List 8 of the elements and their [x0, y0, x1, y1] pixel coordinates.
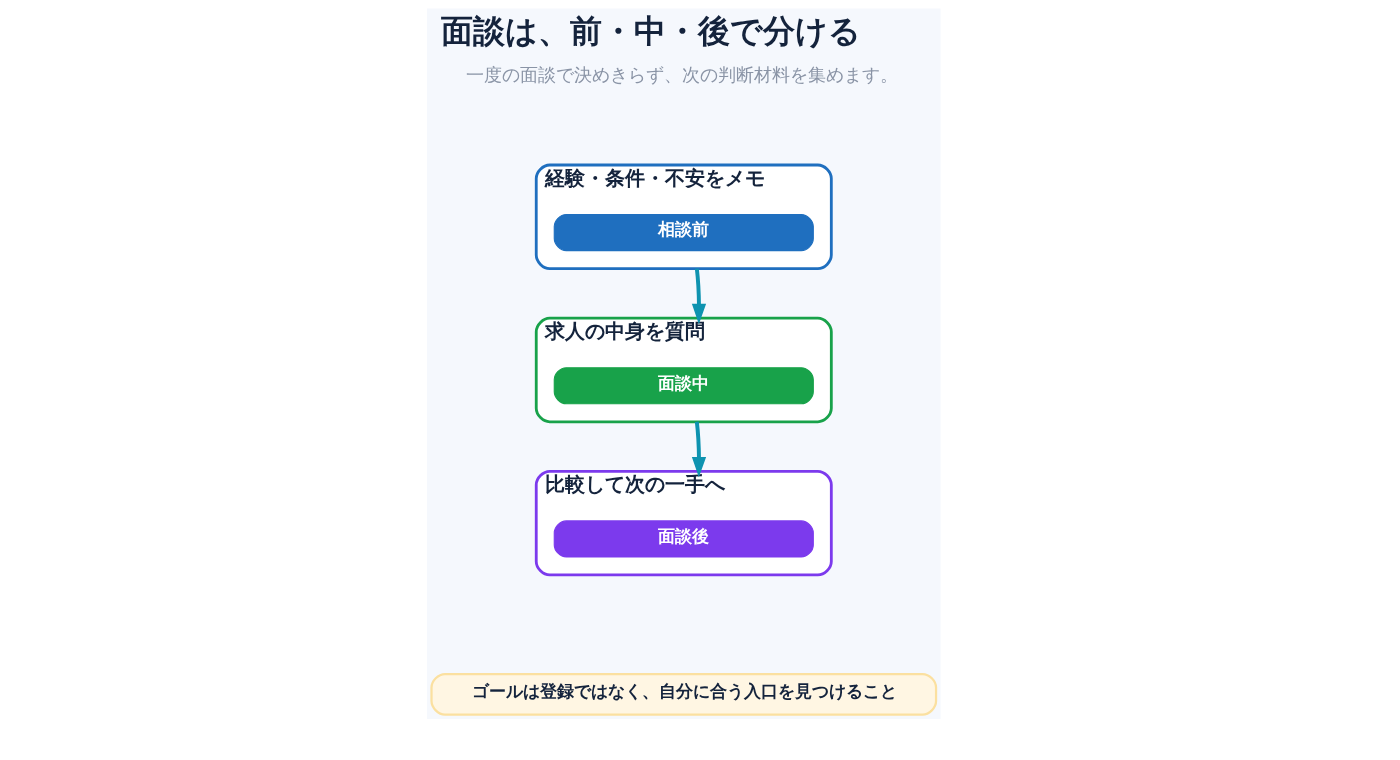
arrow [691, 268, 707, 325]
node-box: 面談中 [553, 367, 814, 405]
arrow [691, 421, 707, 478]
node-box: 面談後 [553, 520, 814, 558]
node-box: 相談前 [553, 214, 814, 252]
label: 一度の面談で決めきらず、次の判断材料を集めます。 [465, 64, 898, 86]
diagram-title: 面談は、前・中・後で分ける [440, 12, 861, 49]
node-box: ゴールは登録ではなく、自分に合う入口を見つけること [430, 672, 938, 716]
